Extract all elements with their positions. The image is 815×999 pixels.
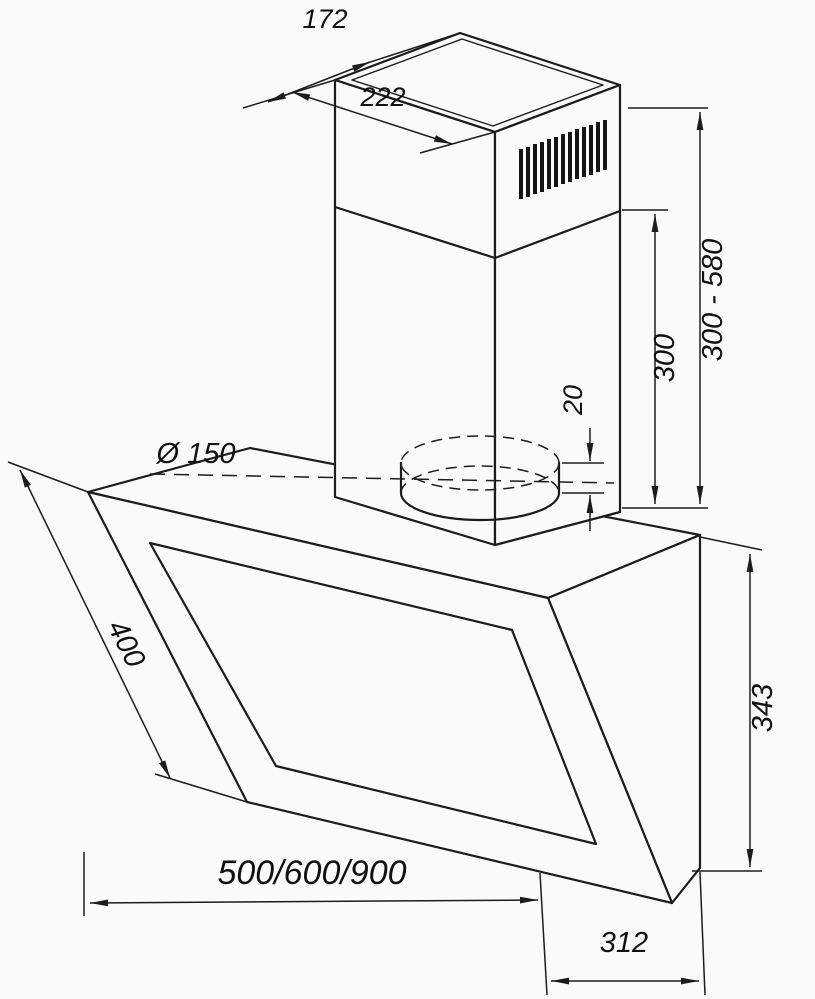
dim-label-collar-height: 20 <box>558 385 588 416</box>
chimney-right-face <box>493 83 622 547</box>
collar-bottom-front-arc <box>399 491 561 522</box>
dim-collar-height: 20 <box>558 385 604 531</box>
glass-panel-inner-outline <box>148 541 598 846</box>
hood-body <box>86 446 702 905</box>
dim-label-chimney-top-depth: 172 <box>302 4 347 34</box>
dim-glass-length: 400 <box>7 461 248 803</box>
chimney-front-face <box>333 78 497 547</box>
telescopic-sleeve-edge <box>333 205 622 260</box>
dim-duct-diameter: Ø 150 <box>156 438 236 470</box>
dim-chimney-height-range: 300 - 580 <box>622 107 729 509</box>
dim-label-body-width: 500/600/900 <box>217 854 406 892</box>
dim-chimney-top-width: 222 <box>291 82 496 154</box>
vent-grille-icon <box>519 120 607 199</box>
duct-centerline <box>149 473 615 484</box>
dim-400-line <box>19 469 171 779</box>
dim-20-extension-lines <box>562 462 604 494</box>
dim-width-line <box>89 896 539 907</box>
dim-312-extension-line <box>699 871 706 996</box>
dim-343-extension-lines <box>692 536 763 872</box>
dim-body-width: 500/600/900 <box>83 852 548 996</box>
dim-222-line <box>291 91 453 145</box>
dim-label-chimney-inner-height: 300 <box>649 334 681 382</box>
dim-label-chimney-top-width: 222 <box>359 82 405 112</box>
dim-label-duct-diameter: Ø 150 <box>156 438 236 470</box>
dim-chimney-top-depth: 172 <box>242 4 461 109</box>
hood-glass-front-panel <box>86 490 674 905</box>
duct-collar <box>149 435 615 522</box>
dim-172-line <box>267 61 371 103</box>
dim-label-body-depth: 312 <box>600 927 648 959</box>
dim-222-extension-line <box>419 131 496 154</box>
dim-label-body-height: 343 <box>747 684 779 732</box>
dim-width-extension-lines <box>83 852 548 996</box>
dim-label-glass-length: 400 <box>101 615 151 673</box>
dim-300-580-extension-lines <box>622 107 708 509</box>
dim-body-height: 343 <box>692 536 779 872</box>
dim-body-depth: 312 <box>551 871 706 996</box>
dim-label-chimney-height-range: 300 - 580 <box>697 239 729 362</box>
collar-side-edges <box>399 461 561 495</box>
dim-chimney-inner-height: 300 <box>622 209 681 504</box>
